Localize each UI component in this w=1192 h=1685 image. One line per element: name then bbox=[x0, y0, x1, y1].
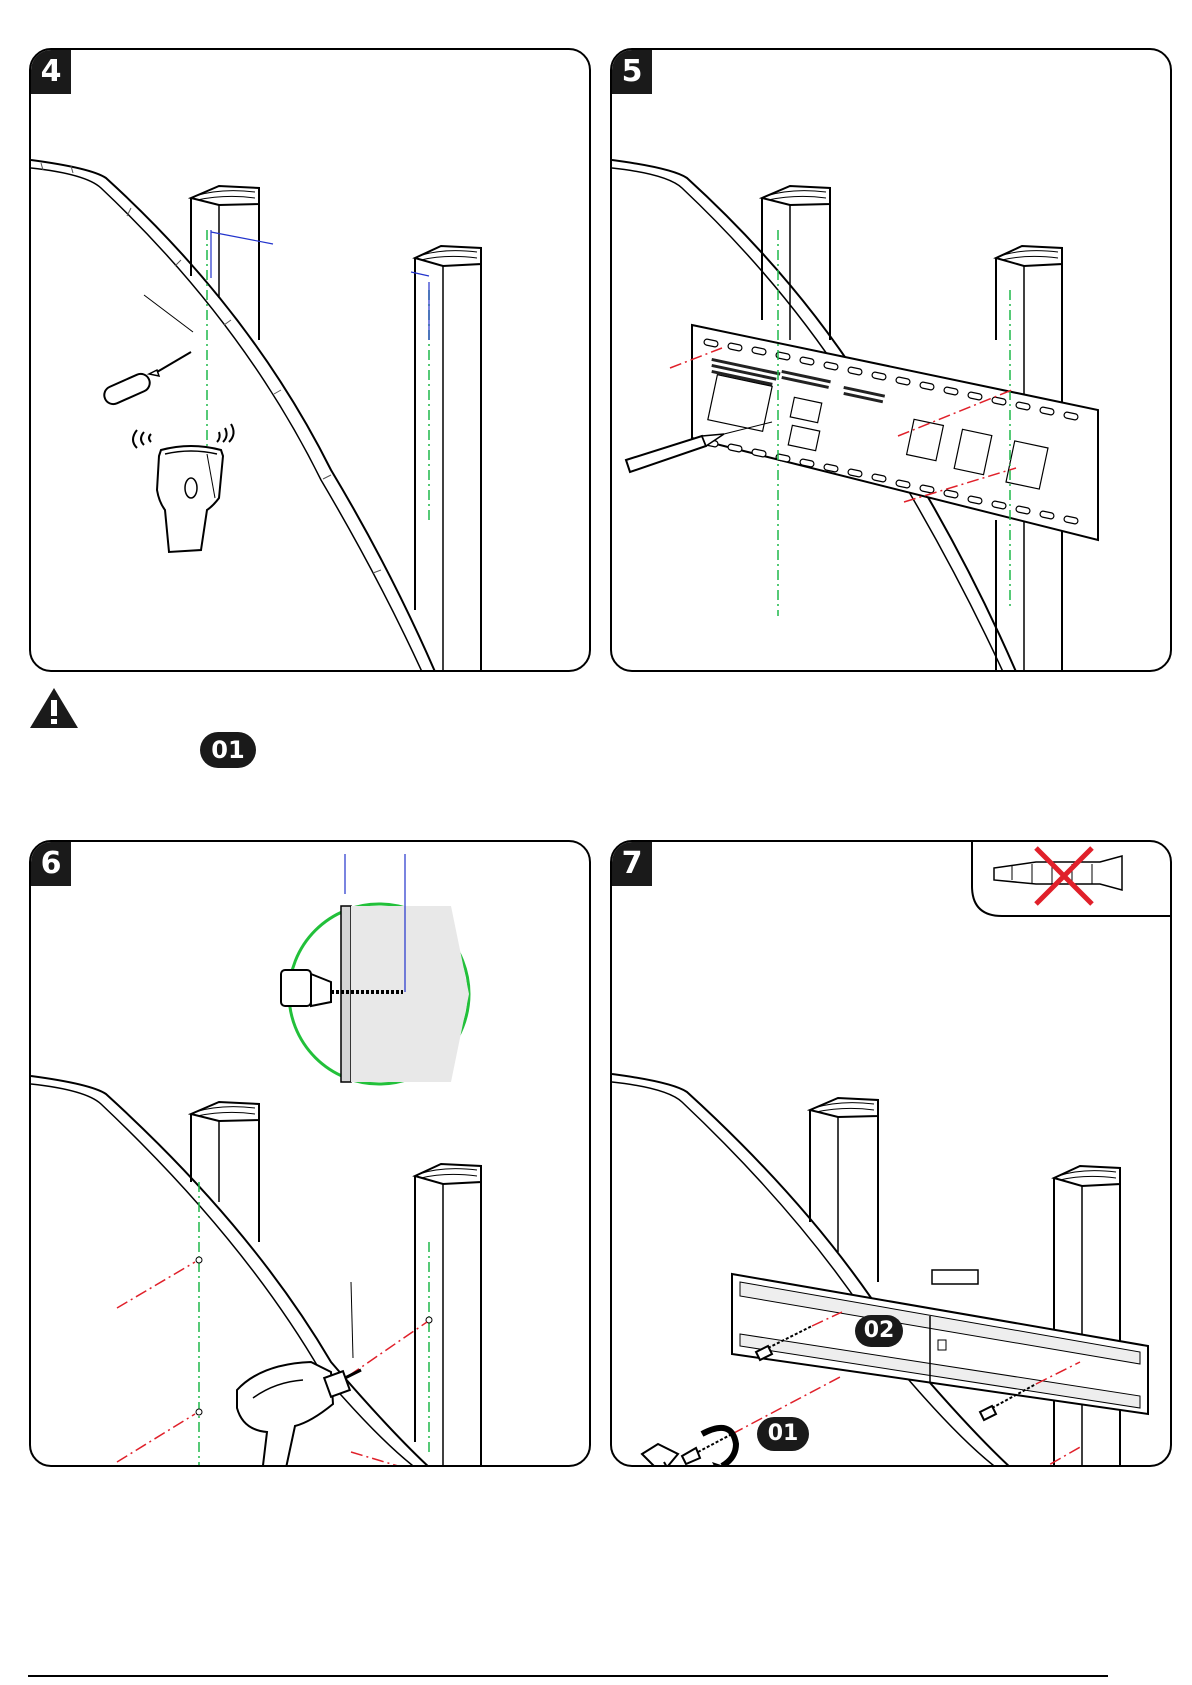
stud-left bbox=[810, 1098, 878, 1282]
step-6-illustration bbox=[31, 842, 591, 1467]
step-5-illustration bbox=[612, 50, 1172, 672]
stud-right bbox=[1054, 1166, 1120, 1467]
step-4-number: 4 bbox=[31, 50, 71, 94]
stud-right bbox=[415, 246, 481, 672]
part-badge-01: 01 bbox=[757, 1417, 809, 1451]
part-badge-02: 02 bbox=[855, 1315, 903, 1347]
drill-icon bbox=[237, 1362, 361, 1467]
wall-template bbox=[692, 325, 1098, 540]
drill-depth-detail bbox=[281, 842, 469, 1084]
step-5-number: 5 bbox=[612, 50, 652, 94]
step-6-number: 6 bbox=[31, 842, 71, 886]
stud-left bbox=[191, 186, 259, 340]
step-7-panel: 7 bbox=[610, 840, 1172, 1467]
warning-triangle-icon bbox=[28, 686, 80, 730]
step-4-illustration bbox=[31, 50, 591, 672]
wall-plate bbox=[732, 1270, 1148, 1414]
step-7-number: 7 bbox=[612, 842, 652, 886]
stud-right bbox=[415, 1164, 481, 1467]
stud-left bbox=[191, 1102, 259, 1242]
stud-finder-icon bbox=[133, 424, 234, 552]
step-6-panel: 6 bbox=[29, 840, 591, 1467]
step-4-panel: 4 bbox=[29, 48, 591, 672]
footer-rule bbox=[28, 1675, 1108, 1677]
step-5-panel: 5 bbox=[610, 48, 1172, 672]
awl-icon bbox=[101, 352, 191, 407]
step-7-illustration bbox=[612, 842, 1172, 1467]
no-anchor-callout bbox=[972, 842, 1172, 916]
warning-part-badge: 01 bbox=[200, 732, 256, 768]
